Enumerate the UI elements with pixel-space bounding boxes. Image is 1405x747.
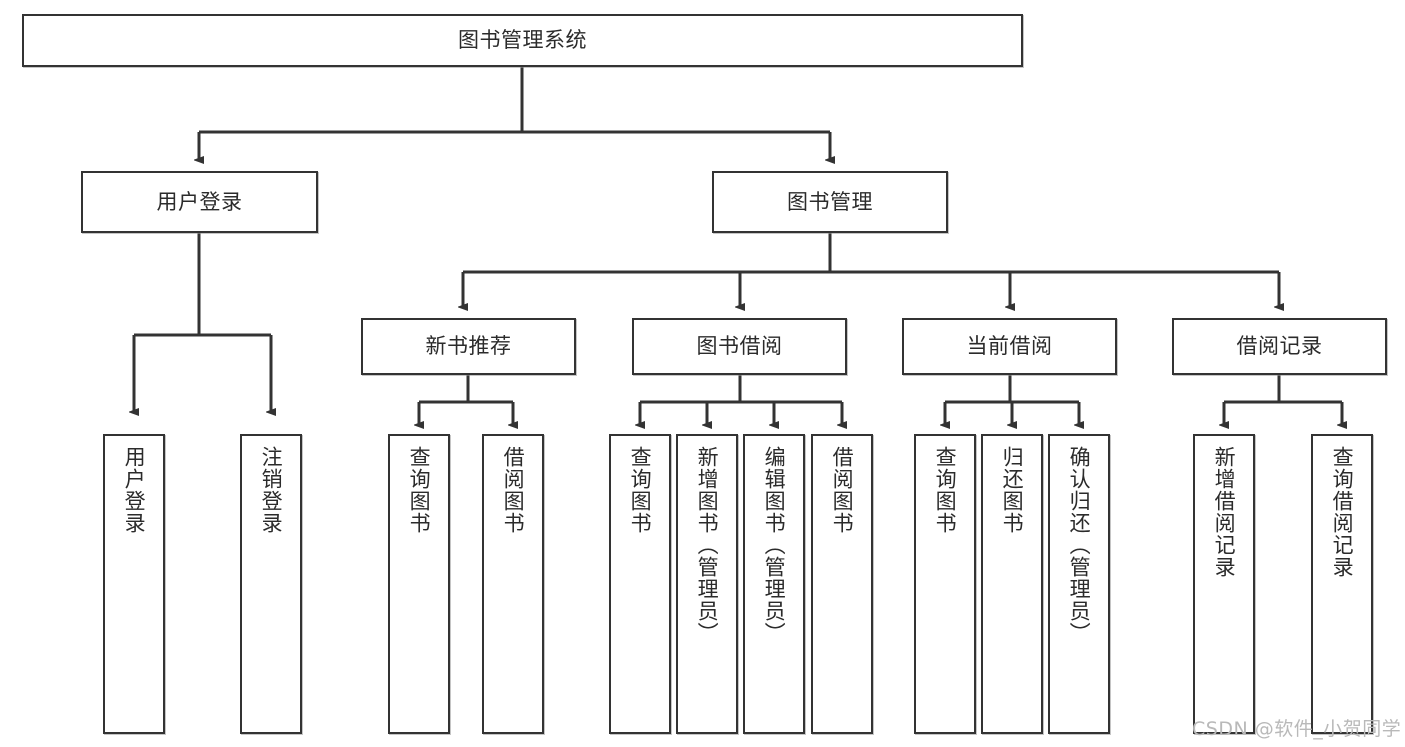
- node-label: 编辑图书（管理员）: [762, 446, 787, 644]
- node-label: 查询图书: [628, 446, 653, 534]
- node-label: 新增图书（管理员）: [695, 446, 720, 644]
- leaf-book-borrow-query-book[interactable]: 查询图书: [609, 434, 671, 734]
- node-book-management[interactable]: 图书管理: [712, 171, 948, 233]
- leaf-book-borrow-edit-book-admin[interactable]: 编辑图书（管理员）: [743, 434, 805, 734]
- node-label: 借阅记录: [1236, 334, 1323, 359]
- node-label: 借阅图书: [501, 446, 526, 534]
- leaf-current-borrow-return-book[interactable]: 归还图书: [981, 434, 1043, 734]
- leaf-user-login-user-login[interactable]: 用户登录: [103, 434, 165, 734]
- node-label: 查询图书: [933, 446, 958, 534]
- node-book-borrow[interactable]: 图书借阅: [632, 318, 847, 375]
- node-label: 新书推荐: [425, 334, 512, 359]
- node-label: 查询借阅记录: [1330, 446, 1355, 578]
- node-label: 归还图书: [1000, 446, 1025, 534]
- leaf-borrow-record-query-record[interactable]: 查询借阅记录: [1311, 434, 1373, 734]
- node-label: 借阅图书: [830, 446, 855, 534]
- node-label: 用户登录: [122, 446, 147, 534]
- node-label: 当前借阅: [966, 334, 1053, 359]
- node-label: 确认归还（管理员）: [1067, 446, 1092, 644]
- leaf-current-borrow-query-book[interactable]: 查询图书: [914, 434, 976, 734]
- leaf-current-borrow-confirm-return-admin[interactable]: 确认归还（管理员）: [1048, 434, 1110, 734]
- node-label: 图书借阅: [696, 334, 783, 359]
- node-label: 用户登录: [156, 189, 243, 214]
- node-label: 注销登录: [259, 446, 284, 534]
- node-current-borrow[interactable]: 当前借阅: [902, 318, 1117, 375]
- leaf-user-login-logout[interactable]: 注销登录: [240, 434, 302, 734]
- leaf-book-borrow-borrow-book[interactable]: 借阅图书: [811, 434, 873, 734]
- node-borrow-record[interactable]: 借阅记录: [1172, 318, 1387, 375]
- leaf-new-book-query-book[interactable]: 查询图书: [388, 434, 450, 734]
- node-user-login[interactable]: 用户登录: [81, 171, 318, 233]
- node-label: 图书管理系统: [458, 28, 587, 53]
- leaf-book-borrow-add-book-admin[interactable]: 新增图书（管理员）: [676, 434, 738, 734]
- node-root-book-management-system[interactable]: 图书管理系统: [22, 14, 1023, 67]
- node-label: 图书管理: [787, 189, 873, 214]
- leaf-new-book-borrow-book[interactable]: 借阅图书: [482, 434, 544, 734]
- node-label: 查询图书: [407, 446, 432, 534]
- csdn-watermark: CSDN @软件_小贺同学: [1192, 718, 1402, 740]
- leaf-borrow-record-add-record[interactable]: 新增借阅记录: [1193, 434, 1255, 734]
- node-new-book-recommend[interactable]: 新书推荐: [361, 318, 576, 375]
- node-label: 新增借阅记录: [1212, 446, 1237, 578]
